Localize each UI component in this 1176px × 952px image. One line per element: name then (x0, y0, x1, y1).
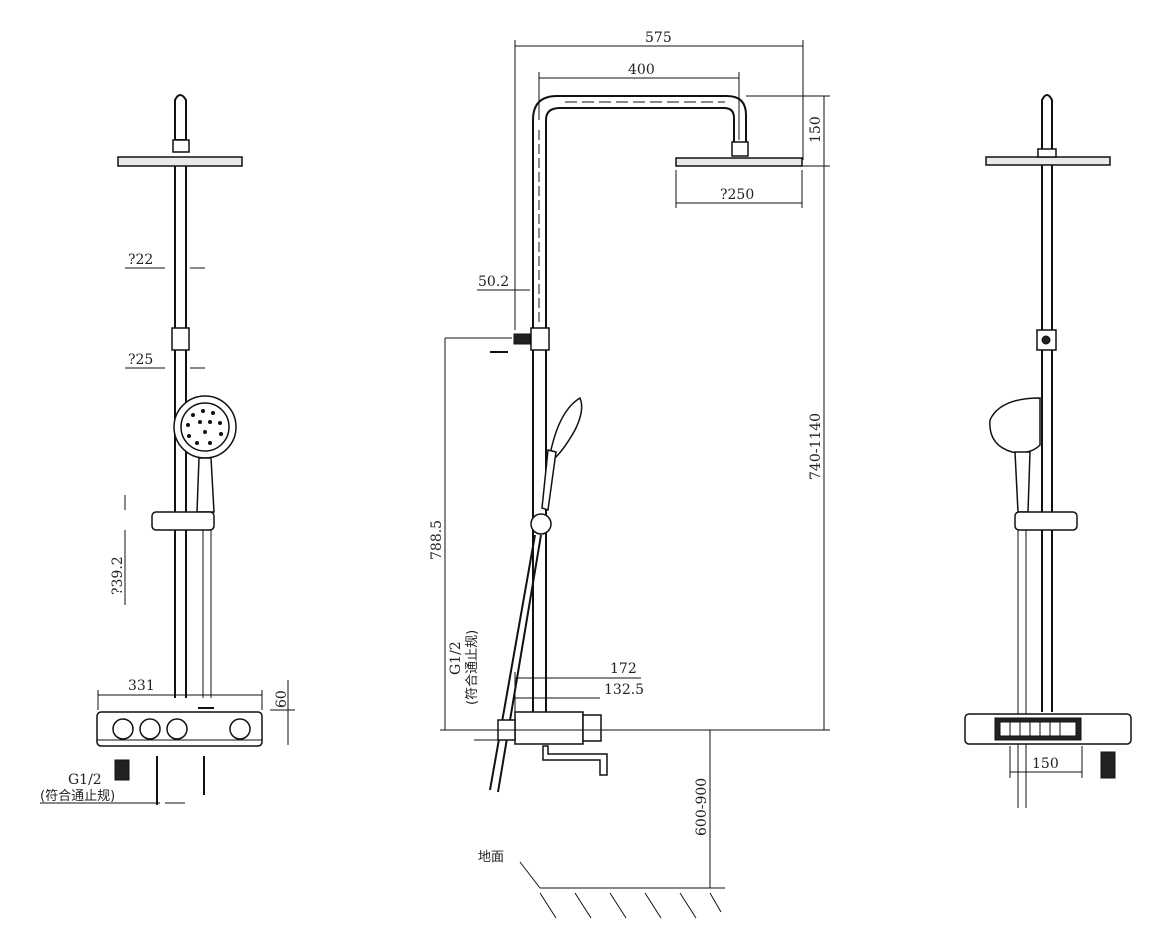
side-panel-depth-label: 172 (610, 661, 637, 677)
front-view: ?22 ?25 ?39.2 331 60 G1/2 (符合通止规) (40, 94, 295, 805)
side-view: 575 400 150 ?250 50.2 740-1140 788.5 G1/… (429, 30, 830, 919)
front-inlet-note: (符合通止规) (40, 788, 115, 804)
front-slider-offset-label: ?39.2 (110, 556, 126, 595)
front-panel-height-label: 60 (274, 690, 290, 708)
back-spacing-label: 150 (1032, 756, 1059, 772)
side-panel-inner-depth-label: 132.5 (604, 682, 644, 698)
front-panel-width-label: 331 (128, 678, 155, 694)
side-wall-offset-label: 50.2 (478, 274, 509, 290)
side-head-drop-label: 150 (808, 116, 824, 143)
front-inlet-label: G1/2 (68, 772, 102, 788)
back-view: 150 (964, 94, 1132, 808)
side-total-width-label: 575 (645, 30, 672, 46)
side-inlet-label: G1/2 (448, 641, 464, 675)
side-outlet-height-label: 788.5 (429, 520, 445, 560)
side-floor-label: 地面 (478, 850, 504, 865)
side-head-dia-label: ?250 (720, 187, 754, 203)
front-pipe-dia-label: ?22 (128, 252, 153, 268)
side-arm-length-label: 400 (628, 62, 655, 78)
side-floor-height-label: 600-900 (694, 778, 710, 836)
side-inlet-note: (符合通止规) (464, 630, 480, 705)
side-height-range-label: 740-1140 (808, 413, 824, 480)
front-connector-dia-label: ?25 (128, 352, 153, 368)
